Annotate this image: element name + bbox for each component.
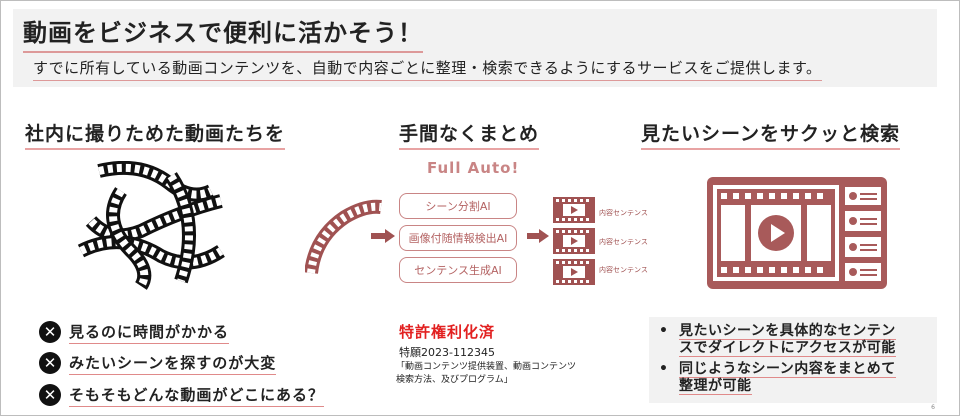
arrow-right-icon — [527, 229, 549, 243]
right-heading-text: 見たいシーンをサクッと検索 — [641, 123, 901, 145]
ai-step-box: シーン分割AI — [399, 193, 517, 219]
left-column-heading: 社内に撮りためた動画たちを — [25, 119, 286, 150]
left-heading-text: 社内に撮りためた動画たちを — [25, 123, 286, 145]
problem-item: ✕ 見るのに時間がかかる — [39, 319, 230, 345]
benefit-text: 同じようなシーン内容をまとめて — [679, 361, 896, 378]
ai-step-box: 画像付随情報検出AI — [399, 225, 517, 251]
problem-text: 見るのに時間がかかる — [69, 321, 230, 344]
arrow-right-icon — [371, 229, 395, 243]
close-icon: ✕ — [39, 352, 61, 374]
page-subtitle: すでに所有している動画コンテンツを、自動で内容ごとに整理・検索できるようにするサ… — [33, 57, 822, 81]
patent-description: 「動画コンテンツ提供装置、動画コンテンツ 検索方法、及びプログラム」 — [396, 362, 577, 385]
benefit-text: 見たいシーンを具体的なセンテン — [679, 323, 896, 340]
right-column-heading: 見たいシーンをサクッと検索 — [641, 119, 901, 150]
tangled-film-strips-icon — [77, 161, 225, 290]
benefit-text: 整理が可能 — [679, 378, 752, 395]
close-icon: ✕ — [39, 384, 61, 406]
page-title: 動画をビジネスで便利に活かそう！ — [23, 13, 423, 53]
film-strip-icon — [305, 199, 382, 275]
output-sentence-label: 内容センテンス — [599, 266, 648, 274]
ai-step-box: センテンス生成AI — [399, 257, 517, 283]
benefit-item: • 同じようなシーン内容をまとめて 整理が可能 — [659, 361, 896, 395]
middle-column-heading: 手間なくまとめ — [399, 119, 540, 150]
page-number: 6 — [931, 404, 935, 411]
problem-text: そもそもどんな動画がどこにある？ — [69, 384, 324, 407]
benefit-text: スでダイレクトにアクセスが可能 — [679, 340, 896, 357]
ai-step-label: 画像付随情報検出AI — [408, 232, 508, 245]
patent-title: 特許権利化済 — [399, 323, 496, 341]
video-frames-icon — [553, 197, 595, 285]
ai-step-label: センテンス生成AI — [414, 264, 502, 277]
benefits-box: • 見たいシーンを具体的なセンテン スでダイレクトにアクセスが可能 • 同じよう… — [649, 317, 937, 403]
output-sentence-label: 内容センテンス — [599, 209, 648, 217]
benefit-item: • 見たいシーンを具体的なセンテン スでダイレクトにアクセスが可能 — [659, 323, 896, 357]
patent-number: 特願2023-112345 — [399, 346, 495, 359]
problem-item: ✕ みたいシーンを探すのが大変 — [39, 350, 277, 376]
header-banner: 動画をビジネスで便利に活かそう！ すでに所有している動画コンテンツを、自動で内容… — [13, 9, 937, 87]
problem-text: みたいシーンを探すのが大変 — [69, 352, 277, 375]
close-icon: ✕ — [39, 321, 61, 343]
ai-step-label: シーン分割AI — [425, 200, 491, 213]
video-player-icon — [707, 177, 887, 289]
middle-heading-text: 手間なくまとめ — [399, 123, 540, 145]
full-auto-label: Full Auto! — [427, 159, 520, 177]
problem-item: ✕ そもそもどんな動画がどこにある？ — [39, 382, 324, 408]
output-sentence-label: 内容センテンス — [599, 238, 648, 246]
